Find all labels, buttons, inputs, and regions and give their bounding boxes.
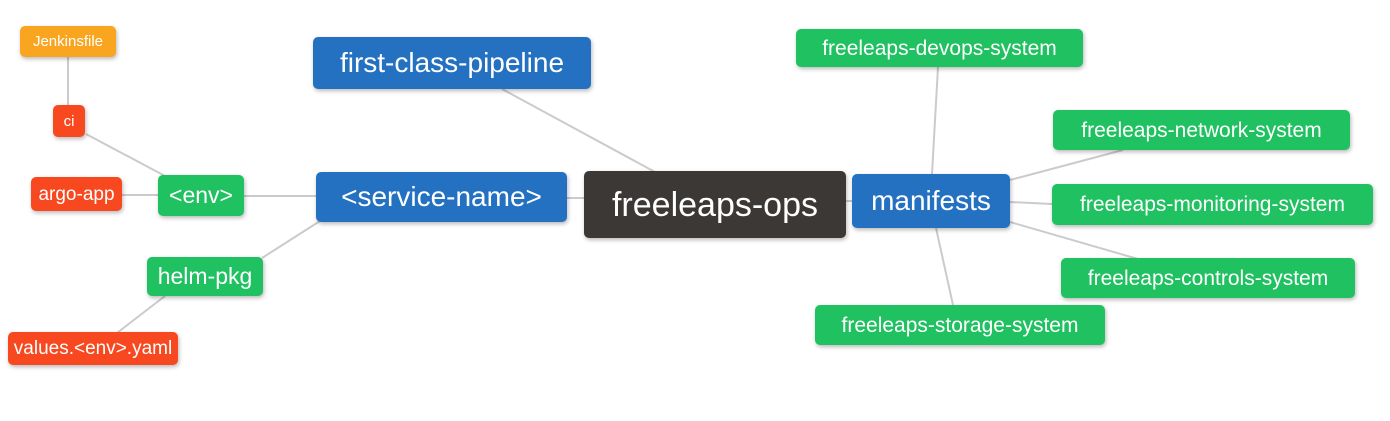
edge-manifests-monitoring-system — [1009, 201, 1053, 205]
node-monitoring-system[interactable]: freeleaps-monitoring-system — [1052, 184, 1373, 225]
edge-ci-env — [85, 133, 166, 177]
node-helm-pkg[interactable]: helm-pkg — [147, 257, 263, 296]
node-freeleaps-ops[interactable]: freeleaps-ops — [584, 171, 846, 238]
node-network-system[interactable]: freeleaps-network-system — [1053, 110, 1350, 150]
edge-manifests-storage-system — [935, 227, 954, 306]
node-storage-system[interactable]: freeleaps-storage-system — [815, 305, 1105, 345]
node-service-name[interactable]: <service-name> — [316, 172, 567, 222]
edge-helm-pkg-service-name — [261, 220, 321, 259]
edge-helm-pkg-values-env-yaml — [116, 295, 166, 334]
node-env[interactable]: <env> — [158, 175, 244, 216]
node-jenkinsfile[interactable]: Jenkinsfile — [20, 26, 116, 57]
node-devops-system[interactable]: freeleaps-devops-system — [796, 29, 1083, 67]
node-argo-app[interactable]: argo-app — [31, 177, 122, 211]
node-values-env-yaml[interactable]: values.<env>.yaml — [8, 332, 178, 365]
node-first-class-pipeline[interactable]: first-class-pipeline — [313, 37, 591, 89]
edge-devops-system-manifests — [931, 66, 939, 175]
node-controls-system[interactable]: freeleaps-controls-system — [1061, 258, 1355, 298]
edge-manifests-network-system — [1009, 149, 1124, 181]
edge-first-class-pipeline-freeleaps-ops — [501, 88, 656, 173]
edge-manifests-controls-system — [1009, 221, 1139, 260]
node-manifests[interactable]: manifests — [852, 174, 1010, 228]
node-ci[interactable]: ci — [53, 105, 85, 137]
